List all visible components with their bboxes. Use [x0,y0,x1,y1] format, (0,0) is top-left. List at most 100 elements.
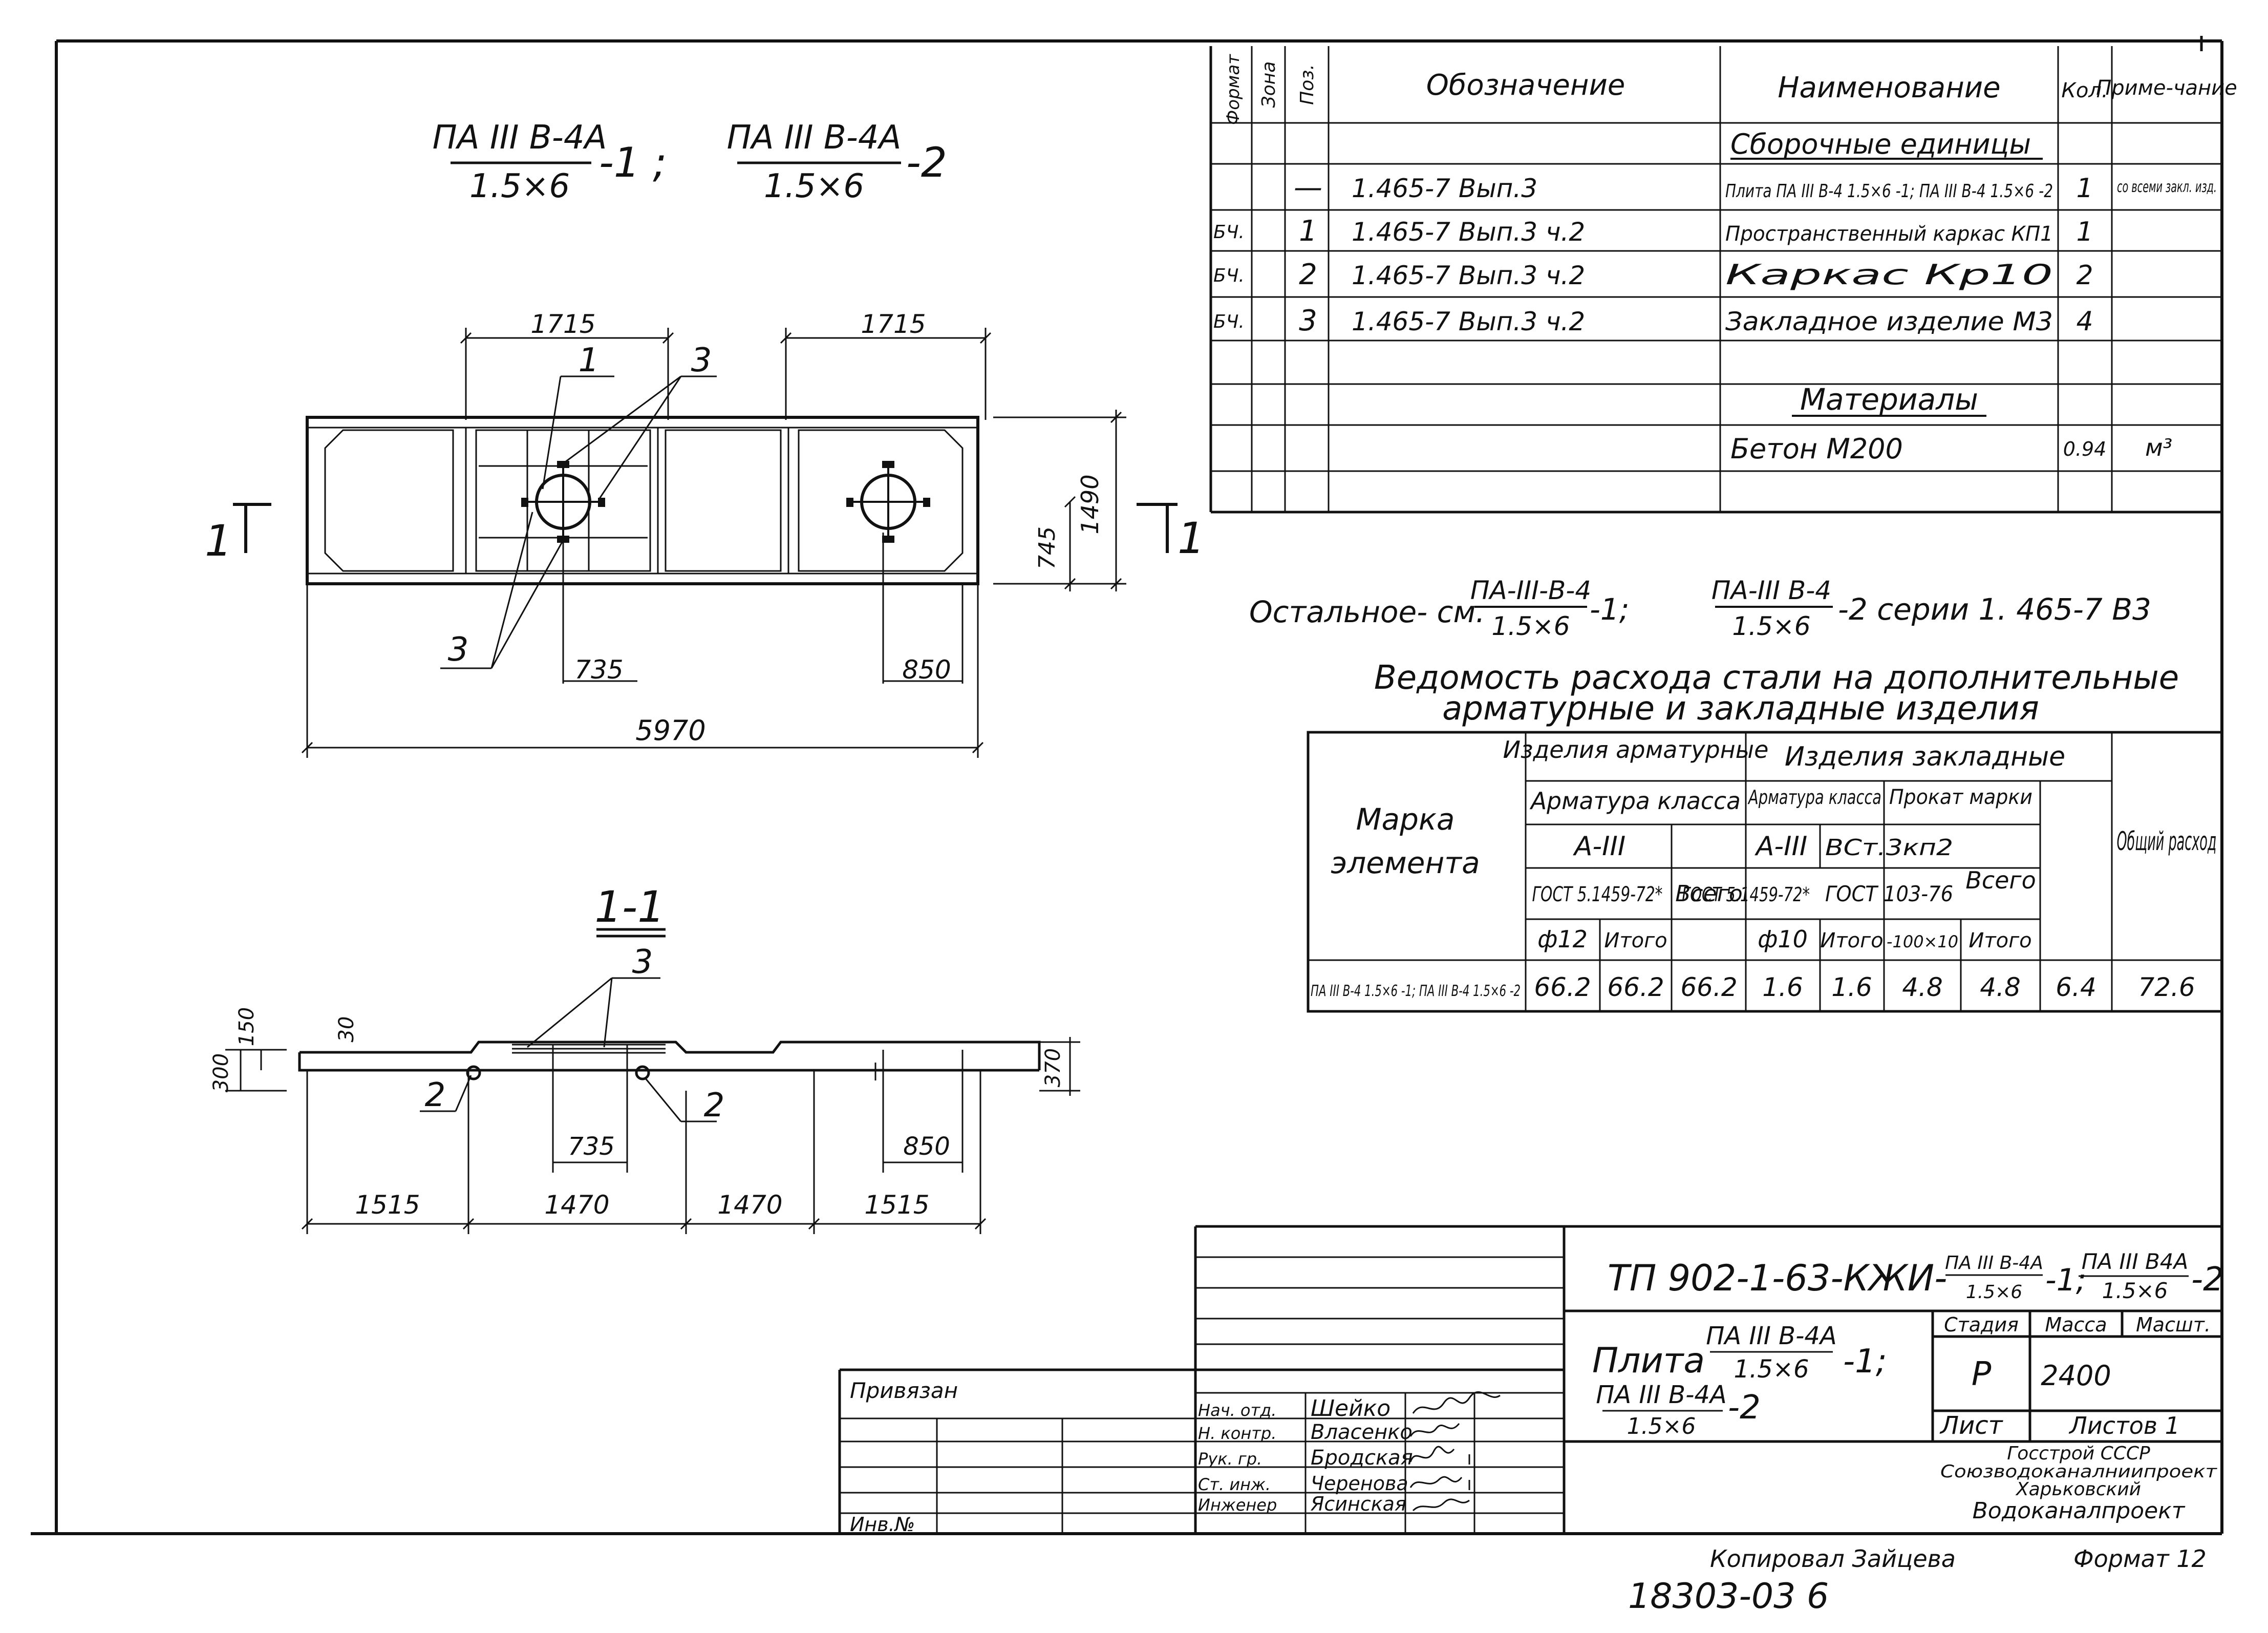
row1-name: Плита ПА III В-4 1.5×6 -1; ПА III В-4 1.… [1725,181,2053,202]
tb-mass: 2400 [2041,1360,2111,1392]
tb-item-f2-num: ПА III В-4А [1596,1381,1727,1409]
hdr-pos: Поз. [1297,64,1318,105]
tb-scale-label: Масшт. [2136,1313,2211,1336]
row1-note: со всеми закл. изд. [2117,178,2217,196]
general-total: Общий расход [2117,826,2217,856]
footer-number: 18303-03 6 [1628,1576,1829,1617]
tb-code: ТП 902-1-63-КЖИ- [1608,1257,1947,1299]
row3-format: БЧ. [1213,265,1245,286]
span-3: 1470 [717,1190,782,1220]
footer-copied: Копировал Зайцева [1710,1545,1956,1573]
tb-mass-label: Масса [2045,1313,2107,1336]
tb-role-2: Н. контр. [1198,1424,1276,1443]
footer-format: Формат 12 [2073,1545,2207,1573]
steel-val-7: 4.8 [1980,972,2021,1002]
dim-1715-right: 1715 [861,309,926,339]
dim-745: 745 [1034,526,1060,569]
dim-370: 370 [1041,1048,1065,1087]
tb-item: Плита [1592,1341,1705,1381]
total-emb: Всего [1965,866,2036,894]
mark-header-1: Марка [1356,802,1455,837]
tb-name-1: Шейко [1311,1395,1390,1422]
spec-table: Формат Зона Поз. Обозначение Наименовани… [1209,46,2237,514]
arm-products: Изделия арматурные [1503,736,1769,764]
tb-org-1: Госстрой СССР [2007,1443,2150,1464]
dim-1715-left: 1715 [530,309,595,339]
dim-735-plan: 735 [574,655,623,685]
row3-qty: 2 [2076,260,2093,291]
steel-title-2: арматурные и закладные изделия [1442,690,2039,728]
tb-role-4: Ст. инж. [1198,1475,1271,1494]
tb-sheets-label: Листов 1 [2068,1412,2180,1439]
itogo-rolled: Итого [1969,929,2031,952]
span-2: 1470 [544,1190,609,1220]
tb-sheet-label: Лист [1939,1411,2004,1440]
arm-class-2: Арматура класса [1747,786,1881,809]
gost-arm: ГОСТ 5.1459-72* [1532,883,1663,906]
title-right-num: ПА III В-4А [727,119,902,157]
tb-inv: Инв.№ [850,1513,915,1536]
section-mark-right: 1 [1178,513,1205,563]
dim-30: 30 [335,1016,358,1043]
tb-stage-label: Стадия [1944,1313,2019,1336]
vst: ВСт.3кп2 [1825,835,1953,861]
span-1: 1515 [355,1190,420,1220]
remainder-prefix: Остальное- см. [1249,595,1485,629]
tb-name-4: Черенова [1311,1472,1408,1495]
remainder-frac1-den: 1.5×6 [1491,611,1570,641]
tb-code-f2-den: 1.5×6 [2102,1278,2168,1303]
hdr-name: Наименование [1778,71,2000,104]
footer: Копировал Зайцева Формат 12 18303-03 6 [1628,1545,2207,1617]
title-right-den: 1.5×6 [764,167,864,205]
total-arm: Всего [1675,881,1742,907]
callout-1-plan: 1 [579,342,600,379]
tb-item-f1-num: ПА III В-4А [1706,1322,1837,1350]
tb-org-4: Водоканалпроект [1973,1498,2186,1524]
steel-val-4: 1.6 [1762,972,1803,1002]
tb-item-f1-den: 1.5×6 [1734,1355,1809,1384]
itogo-arm: Итого [1604,929,1667,952]
remainder-frac2-den: 1.5×6 [1732,611,1810,641]
gost-emb: ГОСТ 5.1459-72* [1682,883,1810,906]
steel-val-9: 72.6 [2138,972,2195,1002]
steel-title-1: Ведомость расхода стали на дополнительны… [1374,659,2179,697]
callout-3-section: 3 [632,943,653,981]
section-materials: Материалы [1800,382,1978,417]
phi12: ф12 [1537,925,1588,953]
title-left-suffix: -1 ; [599,139,667,186]
tb-stage: Р [1972,1355,1992,1393]
steel-table: Ведомость расхода стали на дополнительны… [1307,659,2223,1013]
steel-val-2: 66.2 [1607,972,1664,1002]
remainder-suffix: -2 серии 1. 465-7 В3 [1838,592,2151,627]
material-name: Бетон М200 [1730,433,1903,465]
callout-2-right: 2 [704,1087,725,1125]
dim-5970: 5970 [635,714,705,747]
title-left-num: ПА III В-4А [433,119,607,157]
section-view: 1-1 300 150 30 370 3 2 2 735 850 1515 14… [209,882,1080,1234]
dim-150: 150 [235,1007,259,1046]
row4-qty: 4 [2076,306,2093,337]
emb-products: Изделия закладные [1785,741,2065,772]
arm-class: Арматура класса [1529,787,1741,815]
callout-3-plan-top: 3 [691,342,712,379]
steel-val-6: 4.8 [1902,972,1943,1002]
gost-rolled: ГОСТ 103-76 [1825,881,1953,906]
material-note: м³ [2145,434,2172,461]
steel-val-1: 66.2 [1534,972,1591,1002]
tb-code-suffix: -2 [2191,1261,2224,1299]
hdr-zone: Зона [1258,61,1279,108]
tb-org-3: Харьковский [2015,1479,2141,1500]
row3-pos: 2 [1299,258,1317,291]
itogo-emb: Итого [1820,929,1883,952]
section-title: 1-1 [594,882,665,932]
flat-bar: -100×10 [1887,932,1958,951]
phi10: ф10 [1758,925,1808,953]
steel-row-mark: ПА III В-4 1.5×6 -1; ПА III В-4 1.5×6 -2 [1311,982,1521,1000]
row1-pos: — [1294,171,1322,204]
remainder-sep: -1; [1590,592,1629,627]
tb-code-sep: -1; [2045,1262,2086,1298]
row1-designation: 1.465-7 Вып.3 [1352,174,1537,203]
tb-item-suffix: -2 [1728,1389,1761,1427]
row4-name: Закладное изделие М3 [1725,307,2053,336]
